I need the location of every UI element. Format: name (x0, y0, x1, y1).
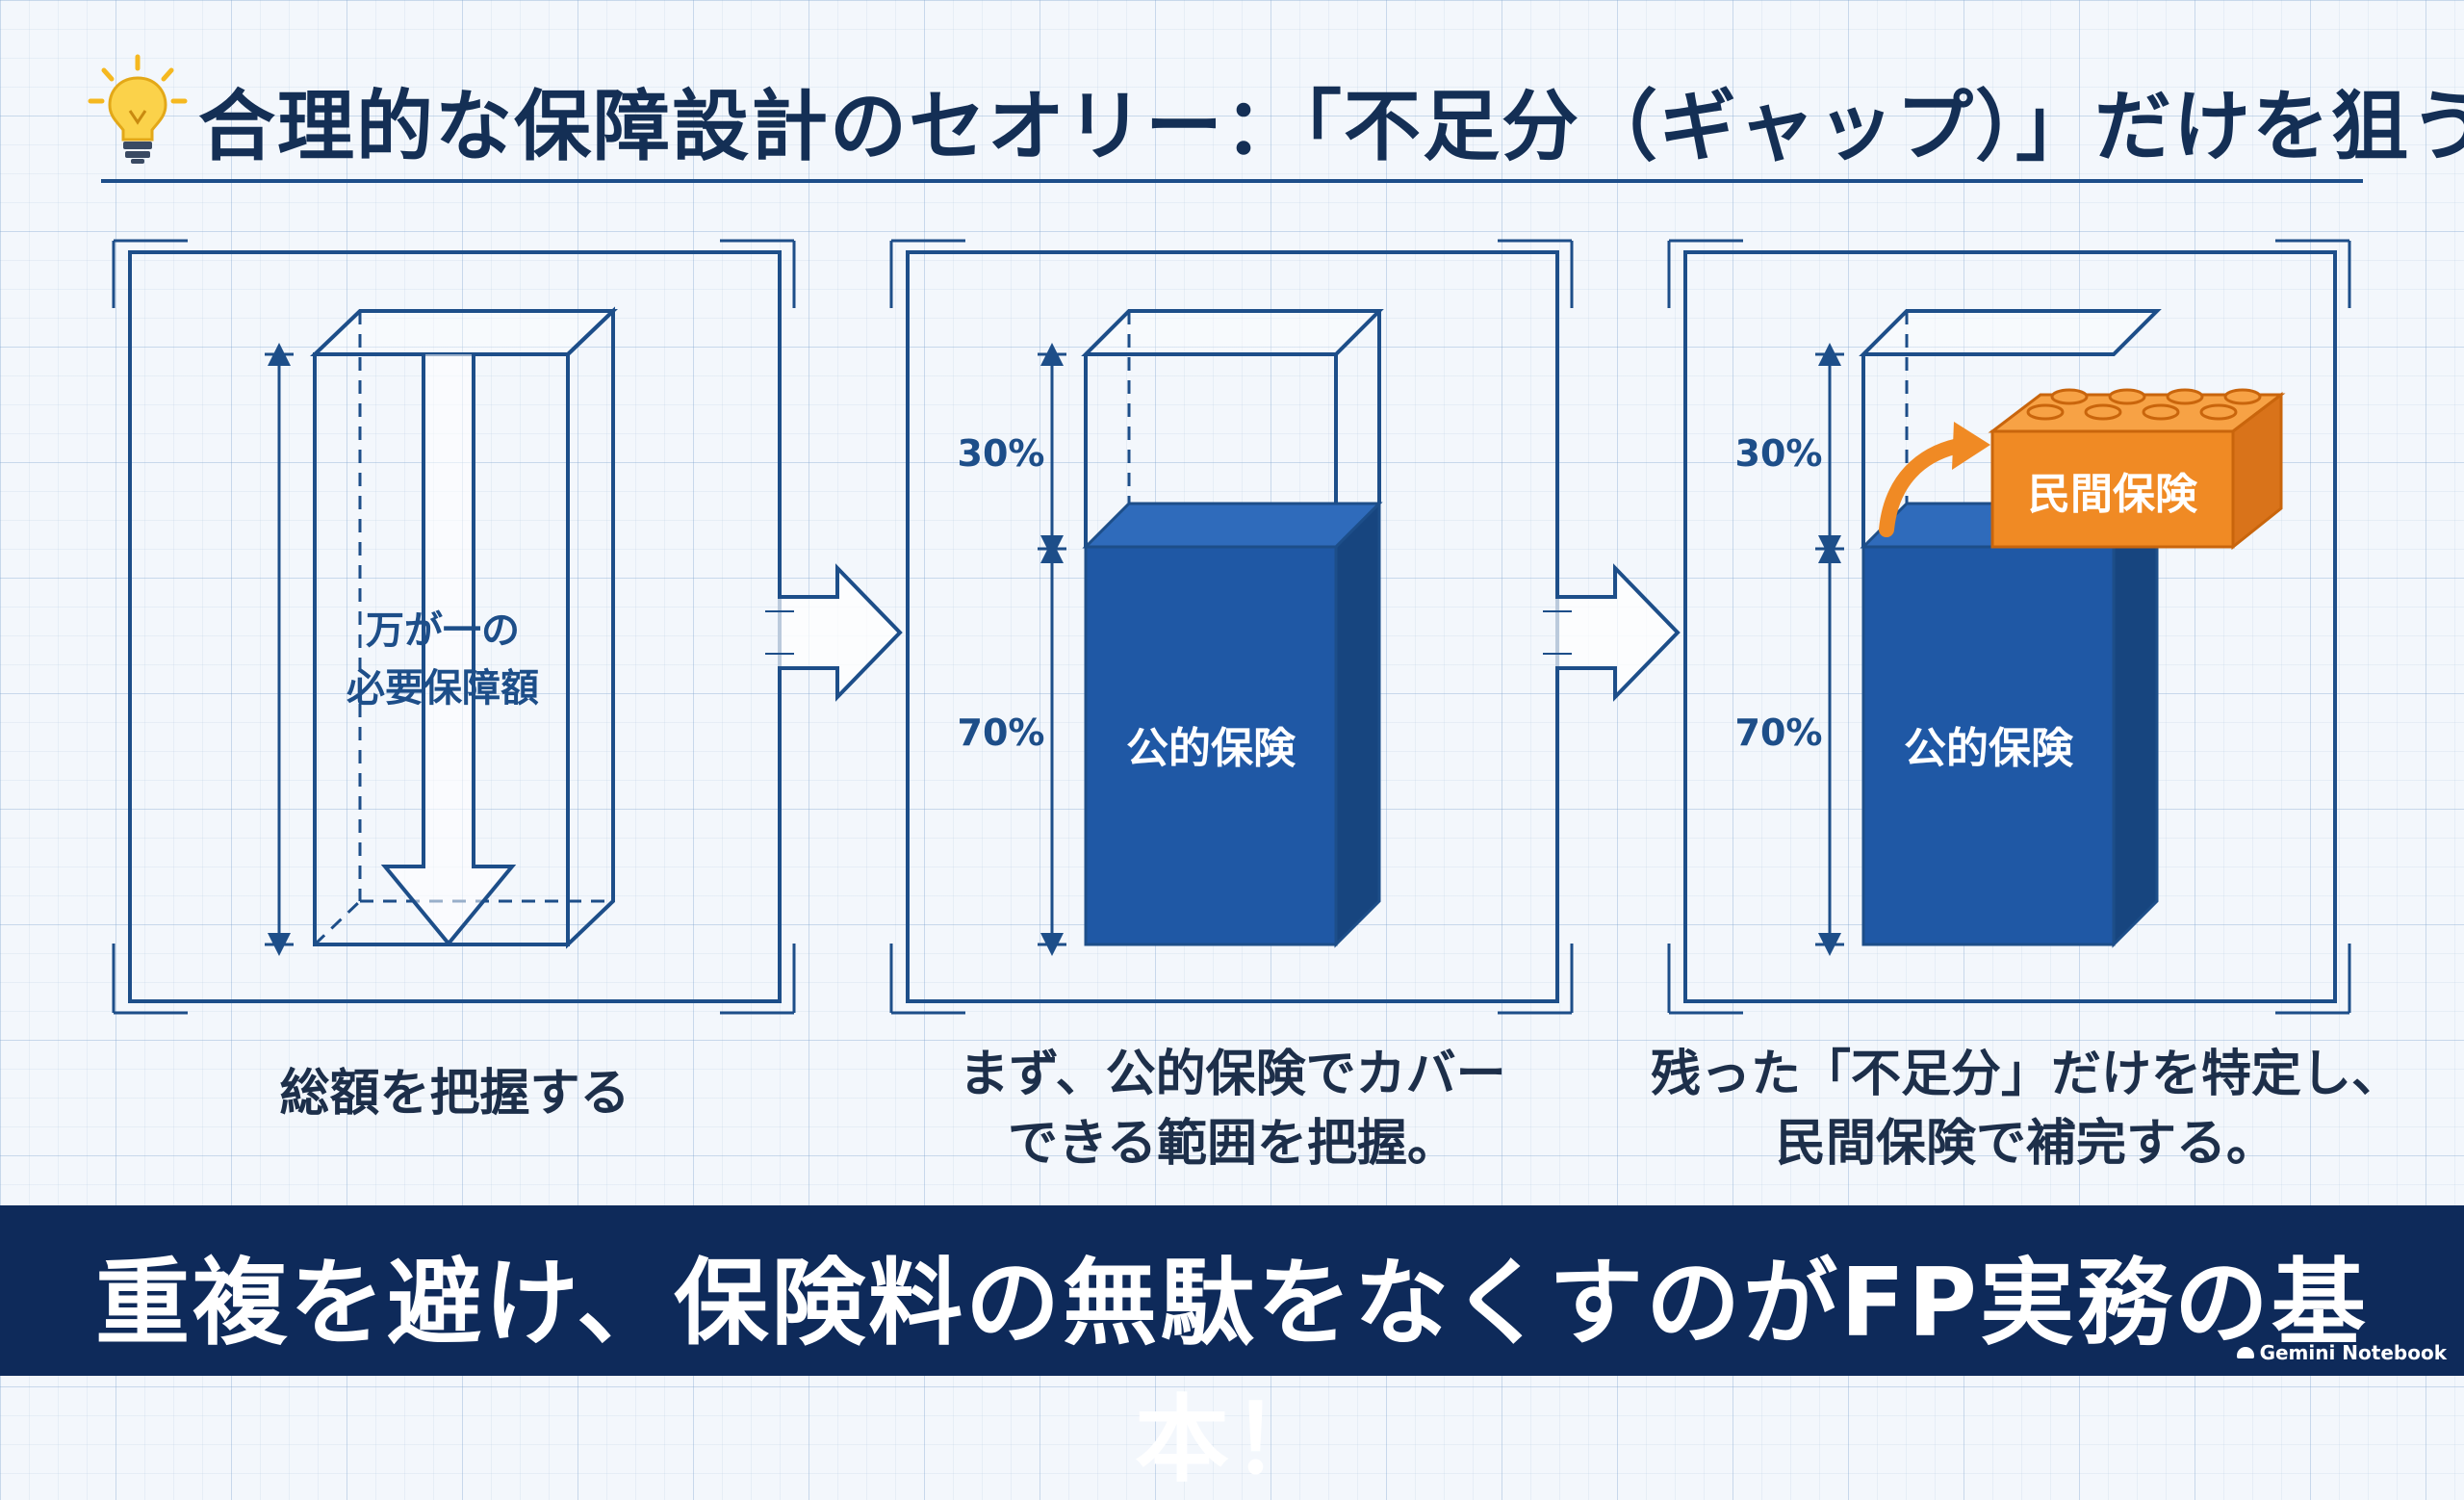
public-coverage-box (1081, 309, 1384, 547)
dimension-arrows-3 (1815, 343, 1844, 956)
public-percent-3: 70% (1735, 711, 1823, 754)
lego-studs (2026, 388, 2262, 421)
title-divider (101, 179, 2363, 183)
public-insurance-block-2 (1082, 500, 1383, 948)
public-block-3-front (1861, 545, 2116, 946)
public-percent-2: 70% (958, 711, 1045, 754)
flow-arrow-1 (765, 563, 903, 702)
curved-arrow-icon (1879, 422, 1990, 537)
public-block-2-top (1082, 502, 1383, 549)
bottom-message-band: 重複を避け、保険料の無駄をなくすのがFP実務の基本！ Gemini Notebo… (0, 1205, 2464, 1495)
public-block-2-front (1084, 545, 1338, 946)
private-insurance-block (1988, 388, 2286, 551)
page-title: 合理的な保障設計のセオリー：「不足分（ギャップ）」だけを狙う (198, 82, 2464, 171)
total-need-label-line2: 必要保障額 (346, 666, 539, 711)
step-2-caption: まず、公的保険でカバー できる範囲を把握。 (959, 1046, 1506, 1173)
private-insurance-label: 民間保険 (2028, 470, 2198, 519)
total-need-label-line1: 万が一の (366, 608, 520, 653)
diagram-stage: 万が一の 必要保障額 公的保険 30% 70% (112, 239, 2351, 1015)
lightbulb-icon (88, 54, 188, 164)
flow-arrow-2 (1543, 563, 1681, 702)
dimension-arrows-2 (1038, 343, 1066, 956)
panel-3-frame (1667, 239, 2351, 1015)
gap-percent-3: 30% (1735, 432, 1823, 475)
public-block-3-side (2112, 500, 2159, 948)
gap-percent-2: 30% (958, 432, 1045, 475)
public-insurance-label-2: 公的保険 (1126, 724, 1296, 773)
bottom-message: 重複を避け、保険料の無駄をなくすのがFP実務の基本！ (95, 1249, 2369, 1495)
brand-watermark: Gemini Notebook (2236, 1341, 2447, 1364)
down-arrow-icon (380, 354, 517, 947)
public-insurance-label-3: 公的保険 (1904, 724, 2074, 773)
step-1-caption: 総額を把握する (279, 1065, 630, 1123)
public-block-2-side (1334, 500, 1381, 948)
brand-label: Gemini Notebook (2259, 1341, 2447, 1364)
title-bar: 合理的な保障設計のセオリー：「不足分（ギャップ）」だけを狙う (85, 53, 2464, 178)
step-3-caption: 残った「不足分」だけを特定し、 民間保険で補完する。 (1650, 1046, 2401, 1173)
gemini-notebook-icon (2236, 1347, 2254, 1358)
gap-coverage-box (1859, 309, 2162, 547)
